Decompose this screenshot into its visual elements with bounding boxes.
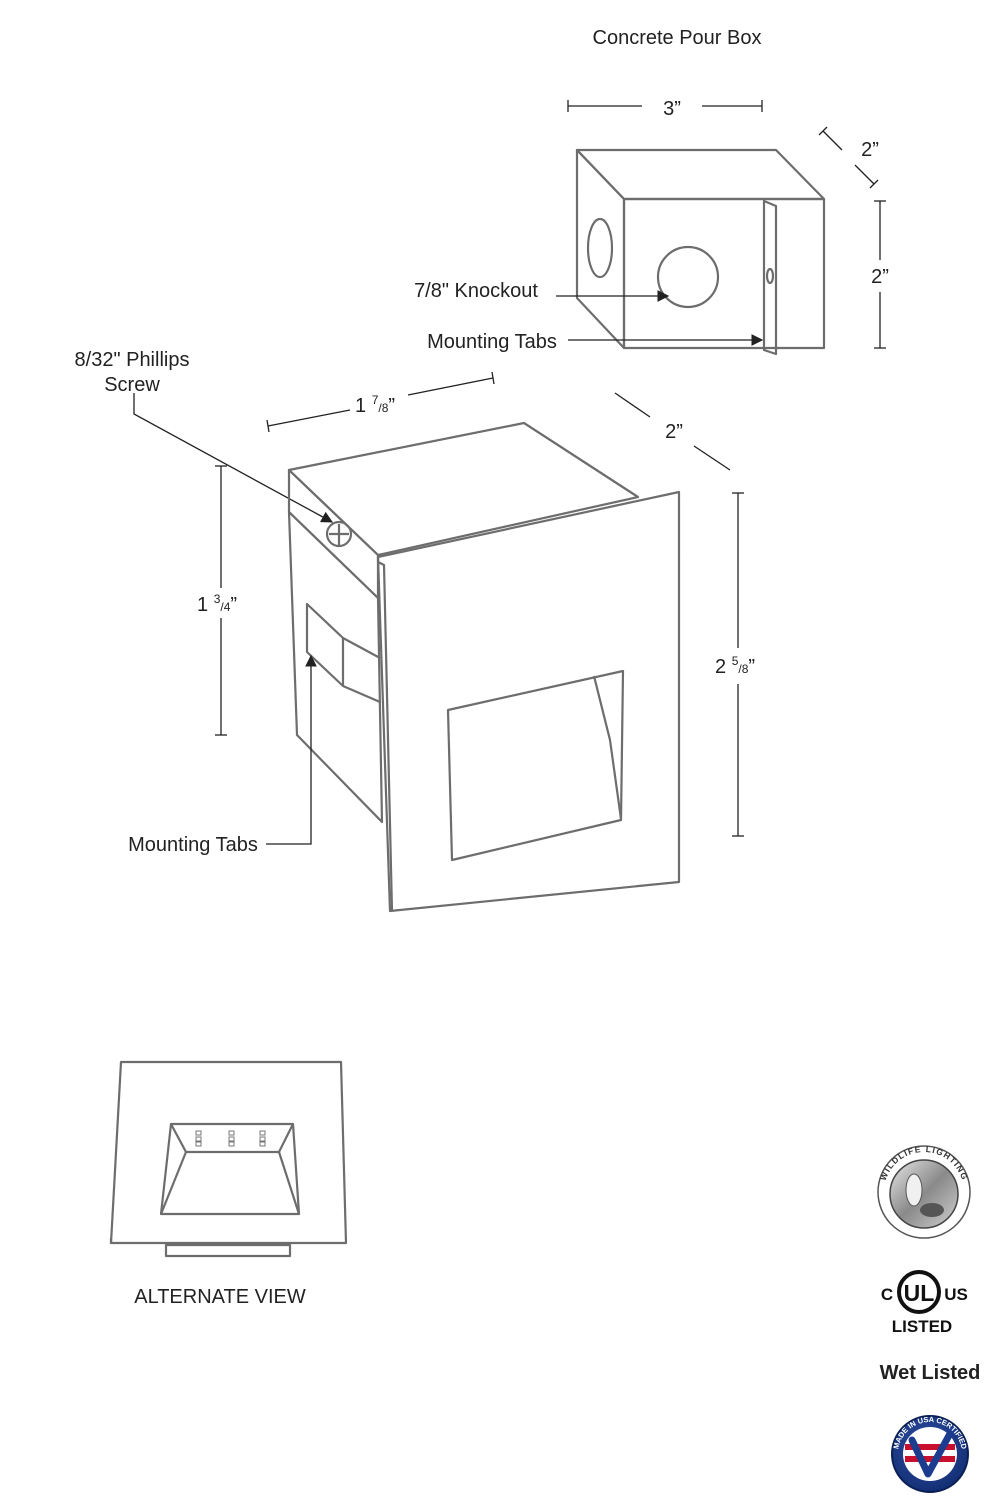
box-body bbox=[575, 148, 826, 356]
box-depth-dimension: 2” bbox=[818, 126, 879, 189]
box-title: Concrete Pour Box bbox=[593, 27, 762, 49]
svg-text:UL: UL bbox=[904, 1280, 935, 1306]
fixture-width-dimension: 1 7/8” bbox=[266, 371, 495, 433]
box-height-dimension: 2” bbox=[871, 200, 889, 349]
fixture-mounting-tab bbox=[305, 602, 345, 688]
svg-text:C: C bbox=[881, 1285, 893, 1304]
box-tabs-label: Mounting Tabs bbox=[427, 331, 557, 353]
box-width-dimension: 3” bbox=[567, 98, 763, 120]
fixture-face-height-dimension: 2 5/8” bbox=[715, 492, 755, 837]
fixture-body-height-label: 1 3/4” bbox=[197, 592, 237, 616]
svg-text:US: US bbox=[944, 1285, 968, 1304]
ul-listed-logo: UL C US LISTED bbox=[881, 1270, 968, 1336]
light-aperture bbox=[446, 669, 625, 862]
fixture-housing bbox=[287, 421, 640, 824]
front-knockout bbox=[656, 245, 720, 309]
box-depth-label: 2” bbox=[861, 139, 879, 161]
concrete-pour-box: Concrete Pour Box 3” 2” 2” bbox=[414, 27, 889, 356]
phillips-screw bbox=[325, 520, 353, 548]
box-height-label: 2” bbox=[871, 266, 889, 288]
led-array bbox=[195, 1130, 266, 1147]
fixture-depth-dimension: 2” bbox=[614, 392, 731, 471]
box-width-label: 3” bbox=[663, 98, 681, 120]
box-mounting-tab bbox=[762, 199, 778, 356]
screw-label-line1: 8/32" Phillips bbox=[75, 349, 190, 371]
screw-label-line2: Screw bbox=[104, 374, 160, 396]
fixture-body-height-dimension: 1 3/4” bbox=[197, 465, 237, 736]
wet-listed-label: Wet Listed bbox=[880, 1362, 981, 1384]
fixture-face-height-label: 2 5/8” bbox=[715, 654, 755, 678]
wildlife-lighting-logo: WILDLIFE LIGHTING bbox=[877, 1144, 971, 1239]
fixture-tabs-label: Mounting Tabs bbox=[128, 834, 258, 856]
svg-text:LISTED: LISTED bbox=[892, 1317, 952, 1336]
step-light-fixture: 8/32" Phillips Screw 1 7/8” 2” 1 3/ bbox=[75, 349, 755, 913]
fixture-width-label: 1 7/8” bbox=[355, 393, 395, 417]
alternate-view: ALTERNATE VIEW bbox=[109, 1060, 348, 1308]
certification-badges: WILDLIFE LIGHTING UL C US LISTED Wet Lis… bbox=[877, 1144, 981, 1493]
made-in-usa-logo: MADE IN USA CERTIFIED bbox=[891, 1415, 969, 1493]
side-knockout bbox=[586, 217, 614, 279]
alternate-view-caption: ALTERNATE VIEW bbox=[134, 1286, 306, 1308]
knockout-label: 7/8" Knockout bbox=[414, 280, 538, 302]
fixture-faceplate bbox=[376, 490, 681, 913]
fixture-depth-label: 2” bbox=[665, 421, 683, 443]
